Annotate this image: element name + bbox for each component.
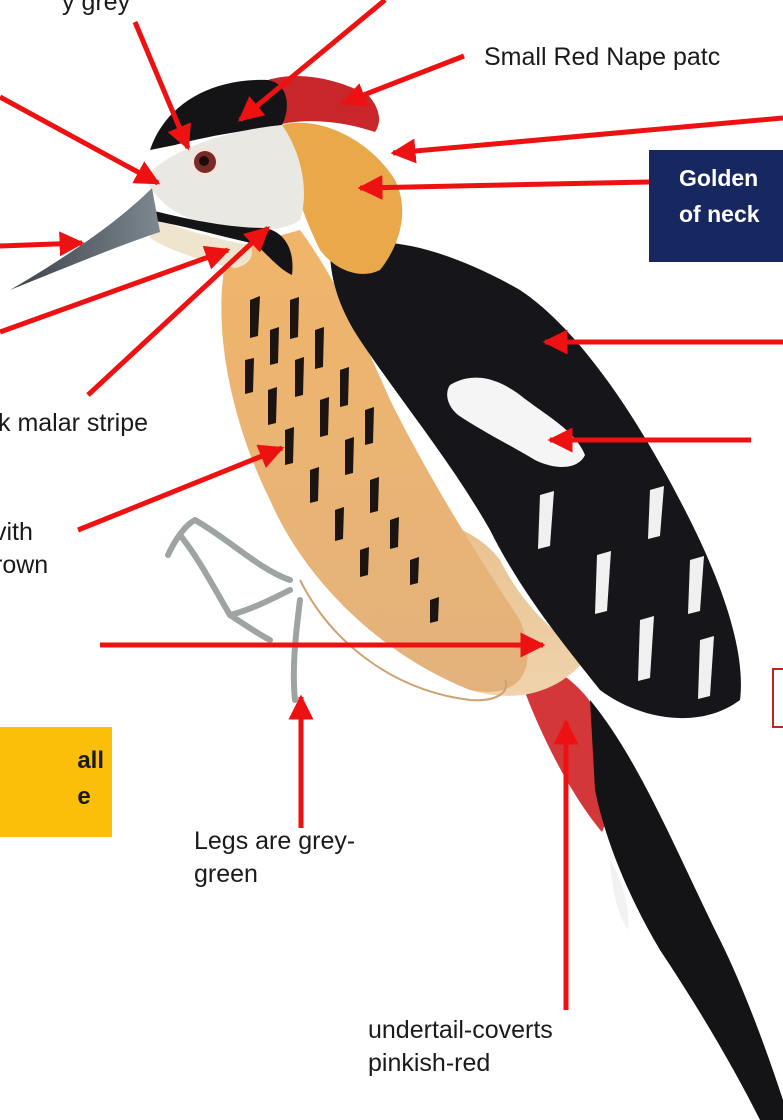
arrow-beak <box>0 243 82 246</box>
label-undertail: undertail-coverts pinkish-red <box>368 1014 553 1080</box>
label-grey-cap: y grey <box>62 0 130 19</box>
arrow-golden-neck <box>360 182 649 188</box>
label-all-e-box: all e <box>0 727 112 837</box>
label-legs: Legs are grey- green <box>194 825 355 891</box>
arrow-red-nape <box>343 56 464 103</box>
cropped-label-box <box>772 668 783 728</box>
label-small-red-nape: Small Red Nape patc <box>484 41 720 74</box>
label-all-e: all e <box>77 743 112 815</box>
legs <box>168 520 300 700</box>
arrow-chest <box>78 448 282 530</box>
eye-pupil <box>199 156 209 166</box>
label-golden-neck: Golden of neck <box>649 150 783 262</box>
arrow-throat <box>0 250 228 332</box>
beak <box>10 188 160 290</box>
arrow-neck-outline <box>393 118 783 153</box>
label-malar-stripe: k malar stripe <box>0 407 148 440</box>
label-chest-streaks: vith rown <box>0 516 48 582</box>
arrow-forehead <box>0 97 158 183</box>
